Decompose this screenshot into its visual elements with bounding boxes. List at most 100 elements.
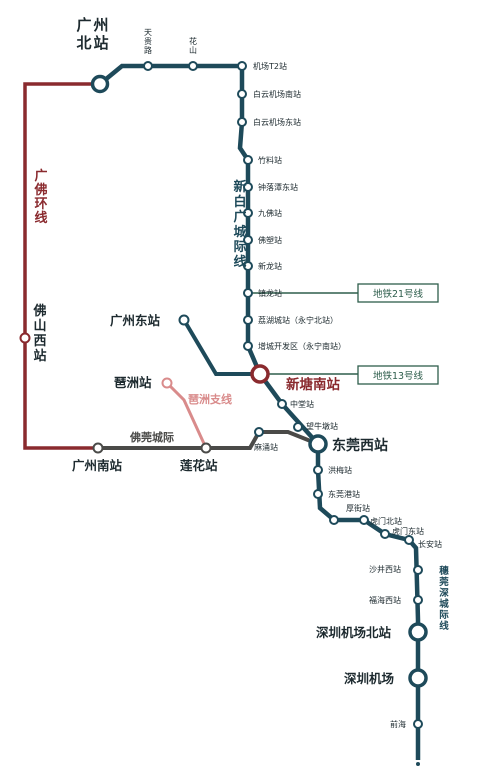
station-marker-fosu[interactable] bbox=[243, 235, 253, 245]
zhongtang-label: 中堂站 bbox=[290, 399, 314, 409]
foguan-line-label: 佛莞城际 bbox=[129, 430, 174, 444]
svg-text:州: 州 bbox=[92, 16, 108, 34]
station-marker-qianhai[interactable] bbox=[413, 719, 423, 729]
svg-text:花: 花 bbox=[189, 36, 197, 46]
station-marker-zhongtang[interactable] bbox=[277, 399, 287, 409]
svg-text:山: 山 bbox=[33, 318, 46, 334]
station-marker-airport-t2[interactable] bbox=[237, 61, 247, 71]
svg-text:新: 新 bbox=[233, 179, 246, 195]
svg-text:线: 线 bbox=[439, 620, 449, 632]
station-marker-houjie[interactable] bbox=[329, 515, 339, 525]
shenzhen-airport-label: 深圳机场 bbox=[344, 671, 394, 686]
guangzhou-south-label: 广州南站 bbox=[72, 458, 123, 473]
station-marker-humen-north[interactable] bbox=[359, 515, 369, 525]
huashan-label: 花 山 bbox=[189, 36, 197, 55]
station-marker-zengcheng[interactable] bbox=[243, 341, 253, 351]
svg-text:环: 环 bbox=[34, 197, 47, 212]
qianhai-label: 前海 bbox=[390, 719, 406, 729]
svg-text:线: 线 bbox=[34, 210, 47, 226]
station-marker-xintang-south[interactable] bbox=[250, 364, 270, 384]
metro-21-tag-box bbox=[357, 283, 439, 303]
station-marker-lianhua[interactable] bbox=[200, 442, 212, 454]
station-marker-huashan[interactable] bbox=[188, 61, 198, 71]
station-marker-xinlong[interactable] bbox=[243, 261, 253, 271]
station-marker-jiufo[interactable] bbox=[243, 208, 253, 218]
svg-text:路: 路 bbox=[144, 45, 152, 55]
shajing-label: 沙井西站 bbox=[369, 564, 401, 574]
wangniudun-label: 望牛墩站 bbox=[306, 421, 338, 431]
svg-text:佛: 佛 bbox=[32, 303, 46, 319]
svg-text:山: 山 bbox=[189, 45, 197, 55]
station-marker-shenzhen-airport[interactable] bbox=[408, 668, 428, 688]
houjie-label: 厚街站 bbox=[346, 503, 370, 513]
main-line bbox=[98, 63, 421, 760]
airport-t2-label: 机场T2站 bbox=[253, 61, 287, 71]
station-marker-lihu[interactable] bbox=[243, 315, 253, 325]
station-marker-guangzhou-east[interactable] bbox=[178, 314, 190, 326]
guangzhou-east-label: 广州东站 bbox=[110, 313, 161, 328]
zengcheng-label: 增城开发区（永宁南站） bbox=[258, 341, 346, 351]
station-marker-zhenlong[interactable] bbox=[243, 288, 253, 298]
xintang-south-label: 新塘南站 bbox=[286, 376, 340, 393]
humen-north-label: 虎门北站 bbox=[370, 516, 402, 526]
xinbai-guang-line-label: 新 白 广 城 际 线 bbox=[233, 179, 246, 270]
svg-text:佛: 佛 bbox=[33, 182, 47, 198]
fosu-label: 佛塑站 bbox=[258, 235, 282, 245]
svg-text:站: 站 bbox=[33, 348, 46, 364]
station-marker-pizhou[interactable] bbox=[161, 377, 173, 389]
station-marker-hongmei[interactable] bbox=[313, 465, 323, 475]
svg-text:广: 广 bbox=[34, 168, 47, 184]
suiguan-shen-line-label: 穗 莞 深 城 际 线 bbox=[438, 565, 449, 632]
pizhou-branch-label: 琶洲支线 bbox=[188, 392, 232, 406]
svg-text:广: 广 bbox=[76, 16, 91, 34]
guangfo-ring-label-bg bbox=[30, 165, 52, 225]
station-marker-mayong[interactable] bbox=[254, 427, 264, 437]
foguan-line bbox=[98, 430, 319, 450]
humen-east-label: 虎门东站 bbox=[392, 526, 424, 536]
svg-text:城: 城 bbox=[233, 224, 246, 240]
station-marker-guangzhou-north[interactable] bbox=[90, 74, 110, 94]
lihu-label: 荔湖城站（永宁北站） bbox=[258, 315, 338, 325]
station-marker-humen-east[interactable] bbox=[380, 529, 390, 539]
baiyun-south-label: 白云机场南站 bbox=[253, 89, 301, 99]
station-marker-dongguan-port[interactable] bbox=[313, 489, 323, 499]
station-marker-guangzhou-south[interactable] bbox=[92, 442, 104, 454]
guangfo-ring-line bbox=[23, 82, 100, 450]
tianguilu-label: 天 贵 路 bbox=[144, 28, 152, 55]
station-marker-wangniudun[interactable] bbox=[293, 422, 303, 432]
svg-text:线: 线 bbox=[233, 254, 246, 270]
svg-text:贵: 贵 bbox=[144, 36, 152, 46]
station-marker-changan[interactable] bbox=[404, 535, 414, 545]
station-marker-zhuliao[interactable] bbox=[243, 155, 253, 165]
metro-13-tag-box bbox=[357, 365, 439, 385]
guangfo-ring-label: 广 佛 环 线 bbox=[33, 168, 47, 226]
svg-text:城: 城 bbox=[439, 598, 449, 610]
svg-text:深: 深 bbox=[439, 587, 449, 599]
station-marker-tianguilu[interactable] bbox=[143, 61, 153, 71]
metro-13-tag: 地铁13号线 bbox=[373, 370, 424, 382]
guangzhou-north-label: 广 州 北 站 bbox=[76, 16, 108, 52]
shenzhen-airport-north-label: 深圳机场北站 bbox=[316, 625, 392, 640]
station-marker-zhongluotan[interactable] bbox=[243, 182, 253, 192]
station-marker-baiyun-east[interactable] bbox=[237, 117, 247, 127]
station-marker-dongguan-west[interactable] bbox=[308, 434, 328, 454]
mayong-label: 麻涌站 bbox=[254, 442, 278, 452]
svg-text:穗: 穗 bbox=[439, 565, 449, 577]
station-marker-foshan-west[interactable] bbox=[19, 332, 31, 344]
line-continuation-dots bbox=[416, 742, 420, 766]
station-marker-fuhai[interactable] bbox=[413, 595, 423, 605]
svg-text:广: 广 bbox=[233, 209, 246, 225]
station-marker-baiyun-south[interactable] bbox=[237, 89, 247, 99]
metro-21-tag: 地铁21号线 bbox=[373, 288, 424, 300]
xinlong-label: 新龙站 bbox=[258, 261, 282, 271]
station-marker-shajing[interactable] bbox=[413, 565, 423, 575]
baiyun-east-label: 白云机场东站 bbox=[253, 117, 301, 127]
station-marker-shenzhen-airport-north[interactable] bbox=[408, 622, 428, 642]
svg-text:白: 白 bbox=[233, 194, 246, 210]
svg-text:莞: 莞 bbox=[438, 576, 449, 588]
foshan-west-label: 佛 山 西 站 bbox=[32, 303, 46, 364]
zhongluotan-label: 钟落潭东站 bbox=[258, 182, 298, 192]
pizhou-branch-line bbox=[165, 381, 208, 449]
